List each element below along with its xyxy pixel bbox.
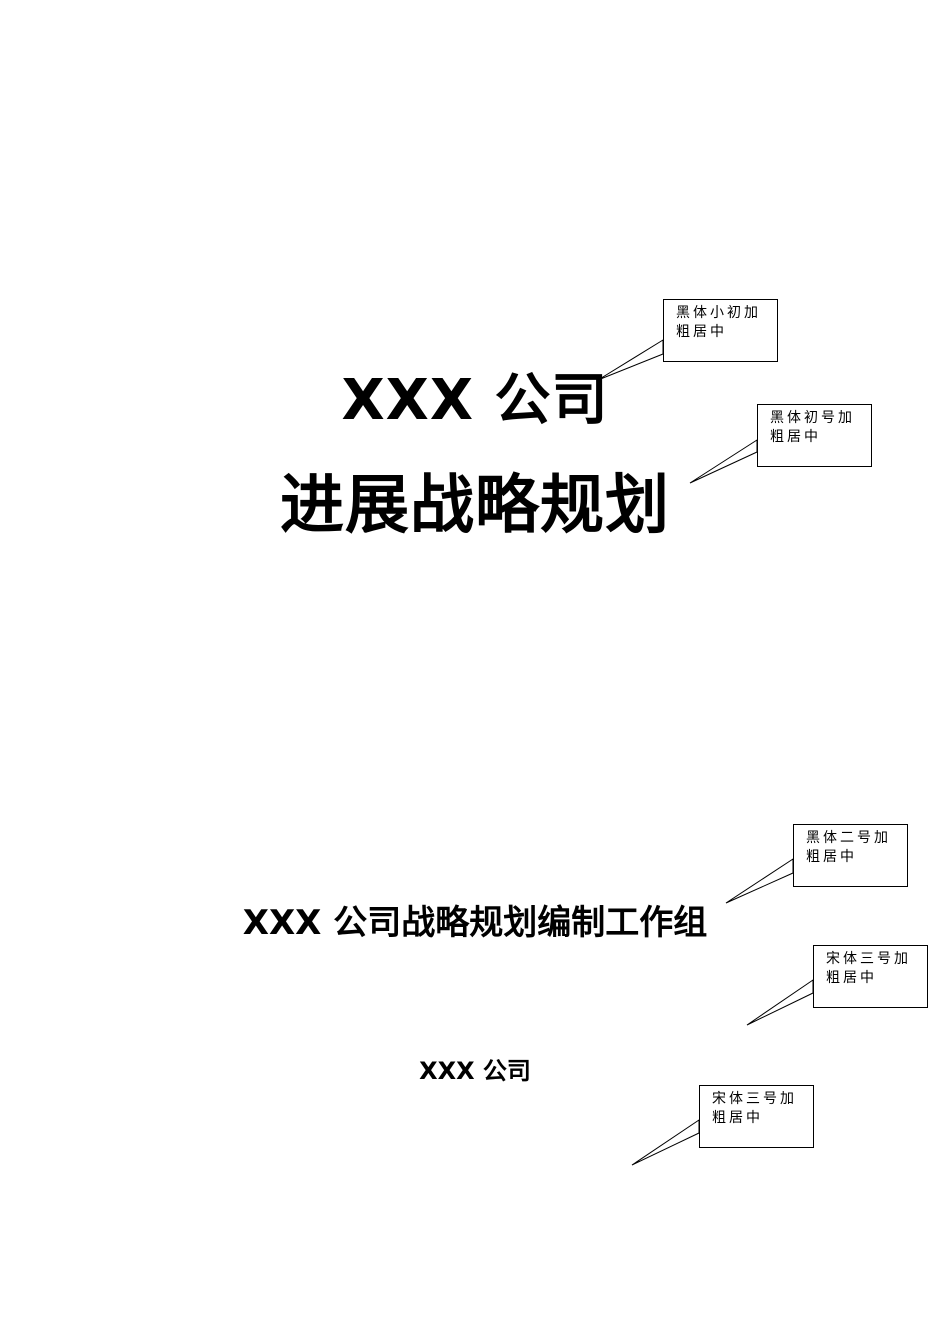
callout-text-line2: 粗居中 xyxy=(806,849,857,865)
callout-text-line1: 黑体小初加 xyxy=(676,305,761,321)
callout-text-line2: 粗居中 xyxy=(676,324,727,340)
callout-4-pointer xyxy=(746,979,814,1026)
callout-note: 黑体初号加 粗居中 xyxy=(757,404,872,467)
callout-note: 宋体三号加 粗居中 xyxy=(813,945,928,1008)
cover-title-company: XXX 公司 xyxy=(341,368,609,433)
callout-text-line2: 粗居中 xyxy=(826,970,877,986)
callout-text-line2: 粗居中 xyxy=(712,1110,763,1126)
callout-5-pointer xyxy=(631,1119,700,1166)
callout-note: 宋体三号加 粗居中 xyxy=(699,1085,814,1148)
callout-note: 黑体小初加 粗居中 xyxy=(663,299,778,362)
callout-text-line1: 黑体二号加 xyxy=(806,830,891,846)
callout-text-line1: 宋体三号加 xyxy=(826,951,911,967)
callout-text-line1: 宋体三号加 xyxy=(712,1091,797,1107)
callout-note: 黑体二号加 粗居中 xyxy=(793,824,908,887)
callout-text-line2: 粗居中 xyxy=(770,429,821,445)
callout-3-pointer xyxy=(725,858,794,904)
callout-text-line1: 黑体初号加 xyxy=(770,410,855,426)
cover-title-main: 进展战略规划 xyxy=(280,469,670,543)
cover-working-group: XXX 公司战略规划编制工作组 xyxy=(242,903,708,943)
cover-company-name: XXX 公司 xyxy=(419,1057,531,1085)
